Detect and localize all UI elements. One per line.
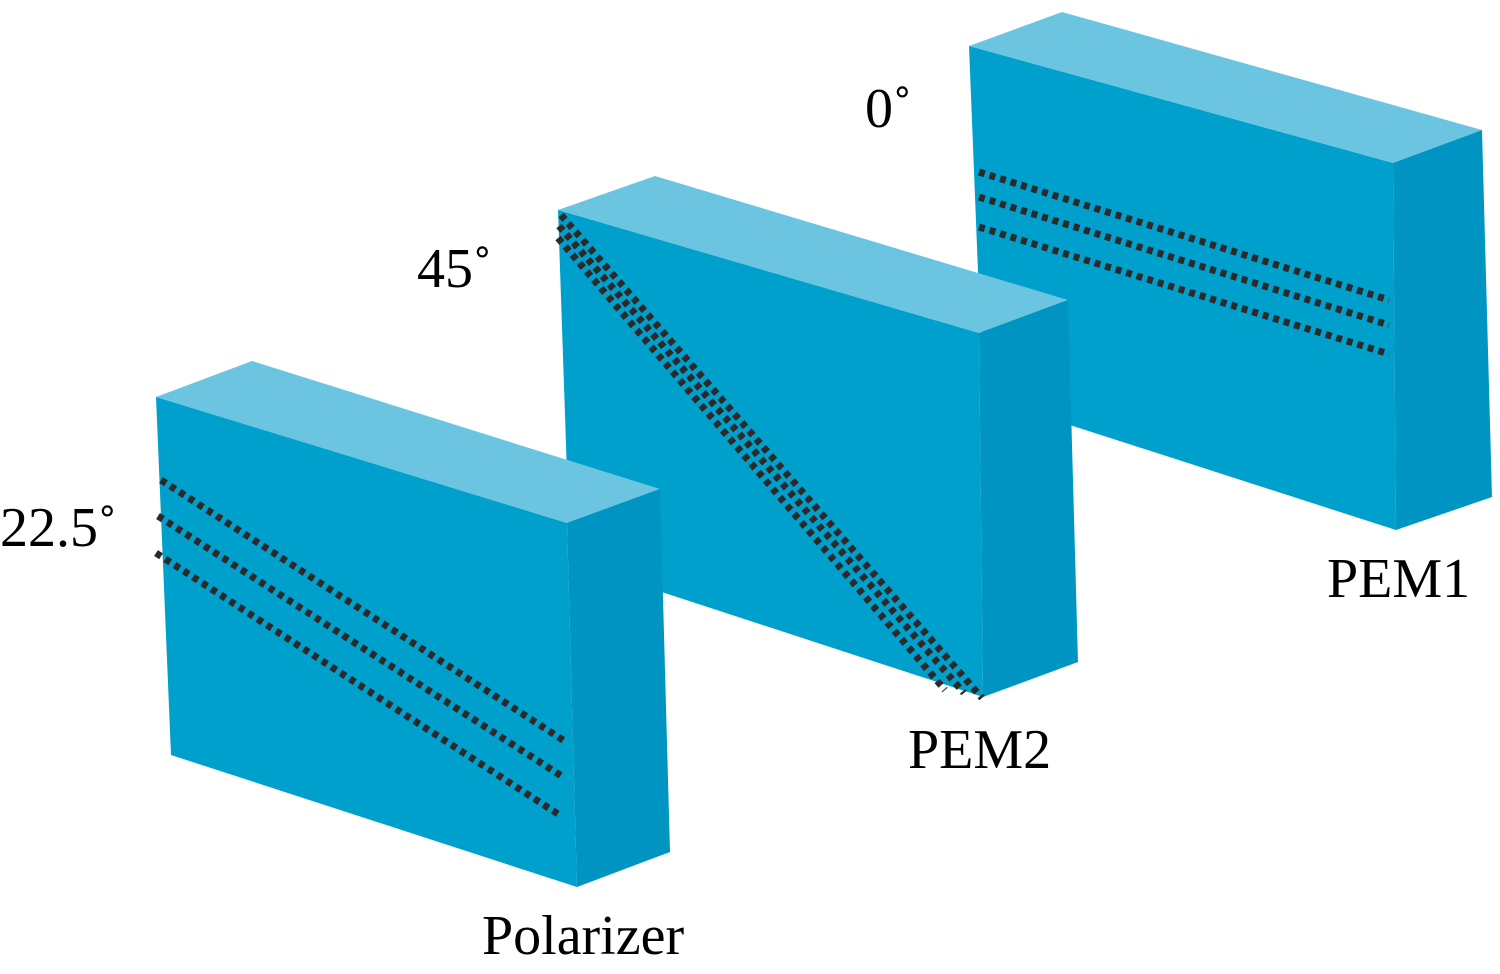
pem1-block — [969, 12, 1492, 530]
pem1-axis-line — [977, 168, 1391, 304]
pem1-axis-line — [977, 193, 1391, 329]
pem2-name-label: PEM2 — [908, 719, 1051, 781]
pem2-axis-line — [558, 212, 985, 701]
polarizer-name-label: Polarizer — [482, 905, 684, 967]
polarizer-axis-line — [159, 477, 568, 745]
polarizer-axis-lines — [154, 477, 568, 819]
pem2-angle-label: 45˚ — [417, 238, 492, 300]
pem2-top-face — [558, 176, 1068, 333]
pem2-block — [555, 176, 1078, 701]
polarizer-block — [154, 361, 670, 887]
pem2-axis-line — [555, 235, 948, 693]
polarizer-front-face — [156, 397, 577, 887]
pem1-angle-label: 0˚ — [865, 78, 912, 140]
pem1-name-label: PEM1 — [1327, 548, 1470, 610]
pem1-axis-line — [977, 223, 1391, 358]
pem2-axis-lines — [555, 212, 985, 701]
pem1-axis-lines — [977, 168, 1391, 358]
polarizer-top-face — [156, 361, 660, 523]
polarizer-side-face — [567, 489, 670, 887]
pem2-axis-line — [556, 223, 967, 696]
pem1-top-face — [969, 12, 1482, 163]
polarizer-angle-label: 22.5˚ — [0, 497, 117, 559]
polarizer-axis-line — [154, 550, 563, 819]
pem2-side-face — [979, 300, 1078, 697]
pem1-side-face — [1393, 130, 1492, 530]
polarizer-axis-line — [156, 513, 565, 780]
